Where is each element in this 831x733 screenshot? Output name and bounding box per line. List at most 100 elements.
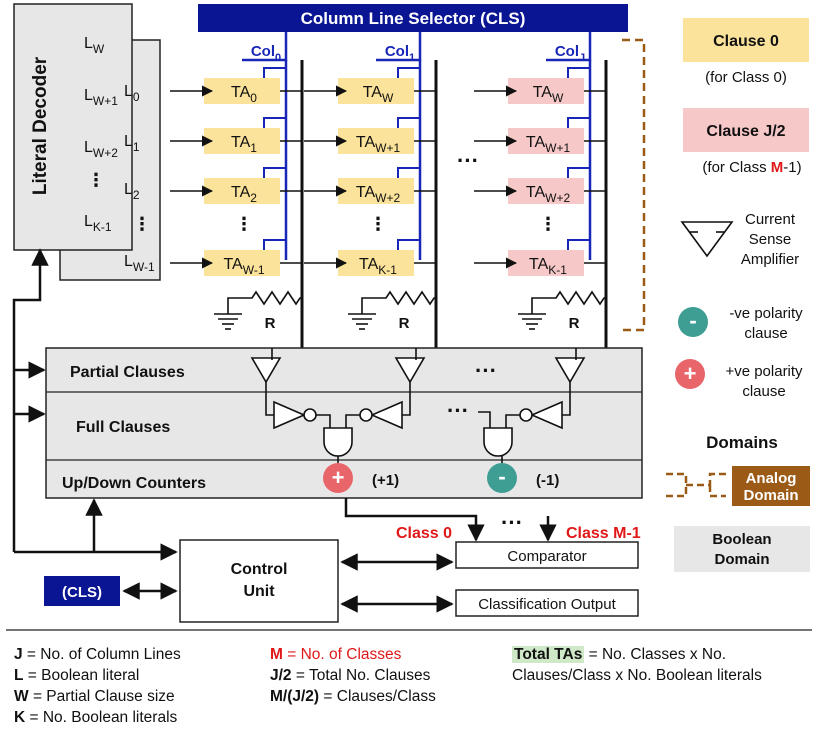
cls-small-label: (CLS)	[62, 584, 102, 601]
legend-key: W	[14, 688, 29, 705]
ld-front-label: L1	[124, 133, 140, 154]
comparator-label: Comparator	[507, 548, 586, 565]
ld-back-label: LW+1	[84, 87, 118, 108]
ta-label: TAW+1	[526, 134, 571, 155]
legend-key: K	[14, 709, 26, 726]
ld-front-vdots: ⋮	[133, 214, 151, 234]
ta-label: TA2	[231, 184, 257, 205]
counter-wires	[344, 498, 557, 542]
legend-entry: J/2 = Total No. Clauses	[270, 665, 436, 686]
control-wiring	[12, 248, 454, 613]
legend-csa-1: Current	[745, 211, 796, 228]
column-label: Col1	[385, 43, 415, 64]
legend-entry: M/(J/2) = Clauses/Class	[270, 686, 436, 707]
classM-label: Class M-1	[566, 525, 641, 542]
counter-minus-label: (-1)	[536, 472, 559, 489]
ta-box	[508, 78, 584, 104]
cls-bar: Column Line Selector (CLS)	[198, 4, 628, 32]
column-label: ColJ	[555, 43, 585, 64]
ld-front-label: L0	[124, 83, 140, 104]
sense-amplifier	[250, 357, 282, 384]
legend-text: = Clauses/Class	[319, 688, 436, 705]
legend-key: M	[270, 646, 283, 663]
legend-entry: W = Partial Clause size	[14, 686, 181, 707]
sense-amplifier	[554, 357, 586, 384]
ld-back-vdots: ⋮	[87, 170, 105, 190]
literal-decoder-title: Literal Decoder	[30, 56, 51, 195]
row-full-clauses: Full Clauses	[76, 419, 170, 436]
ta-label: TA0	[231, 84, 257, 105]
resistor	[361, 290, 436, 314]
cls-small-box: (CLS)	[44, 576, 120, 606]
legend-text: = No. of Classes	[282, 646, 402, 663]
control-unit: Control Unit	[179, 539, 339, 623]
legend-key: J	[14, 646, 23, 663]
ta-box	[508, 178, 584, 204]
legend-analog-2: Domain	[743, 487, 798, 504]
ld-back-label: LW+2	[84, 139, 118, 160]
analog-bracket	[622, 38, 646, 332]
column-label: Col0	[251, 43, 281, 64]
ta-label: TAK-1	[529, 256, 567, 277]
legend-entry: K = No. Boolean literals	[14, 707, 181, 728]
ta-box	[508, 128, 584, 154]
legend-col-3: Total TAs = No. Classes x No. Clauses/Cl…	[512, 644, 762, 686]
ld-back-label: LW	[84, 35, 105, 56]
legend-text: = No. Boolean literals	[25, 709, 178, 726]
logic-elements	[250, 348, 586, 463]
legend-key: L	[14, 667, 24, 684]
legend-entry: M = No. of Classes	[270, 644, 436, 665]
legend-text: = Boolean literal	[23, 667, 140, 684]
legend-clause0-sub: (for Class 0)	[705, 69, 787, 86]
ta-label: TA1	[231, 134, 257, 155]
ld-front-label: L2	[124, 181, 140, 202]
ta-label: TAW+2	[356, 184, 401, 205]
legend-boolean-1: Boolean	[712, 531, 771, 548]
counter-plus: + (+1)	[323, 463, 399, 493]
right-legend: Clause 0 (for Class 0) Clause J/2 (for C…	[666, 18, 810, 572]
legend-entry: J = No. of Column Lines	[14, 644, 181, 665]
legend-key: M/(J/2)	[270, 688, 320, 705]
full-ellipsis: ···	[447, 398, 469, 423]
resistor-label: R	[569, 315, 580, 332]
counter-minus: - (-1)	[487, 463, 559, 493]
ta-box	[338, 78, 414, 104]
ta-box	[204, 178, 280, 204]
ta-vdots: ⋮	[539, 214, 557, 234]
legend-entry: L = Boolean literal	[14, 665, 181, 686]
legend-analog-1: Analog	[746, 470, 797, 487]
legend-total-tas-line2: Clauses/Class x No. Boolean literals	[512, 667, 762, 684]
ld-back-label: LK-1	[84, 213, 112, 234]
minus-icon: -	[498, 464, 505, 489]
legend-clauseJ: Clause J/2	[706, 123, 785, 140]
legend-csa-3: Amplifier	[741, 251, 799, 268]
ta-label: TAW	[363, 84, 394, 105]
ta-box	[204, 128, 280, 154]
resistor	[531, 290, 606, 314]
ta-label: TAW+1	[356, 134, 401, 155]
legend-neg-2: clause	[744, 325, 787, 342]
legend-pos-2: clause	[742, 383, 785, 400]
control-unit-line1: Control	[231, 561, 288, 578]
legend-text: = Partial Clause size	[28, 688, 175, 705]
comparator-box: Comparator	[455, 541, 639, 569]
ta-box	[508, 250, 584, 276]
ld-front-label: LW-1	[124, 253, 155, 274]
partial-ellipsis: ···	[475, 358, 497, 383]
plus-icon: +	[332, 465, 345, 490]
and-gate	[323, 427, 353, 457]
row-partial-clauses: Partial Clauses	[70, 364, 185, 381]
ta-label: TAK-1	[359, 256, 397, 277]
class0-label: Class 0	[396, 525, 452, 542]
ta-box	[338, 178, 414, 204]
legend-total-tas-key: Total TAs	[512, 646, 585, 663]
classification-output-box: Classification Output	[455, 589, 639, 617]
resistor	[227, 290, 302, 314]
ta-vdots: ⋮	[235, 214, 253, 234]
